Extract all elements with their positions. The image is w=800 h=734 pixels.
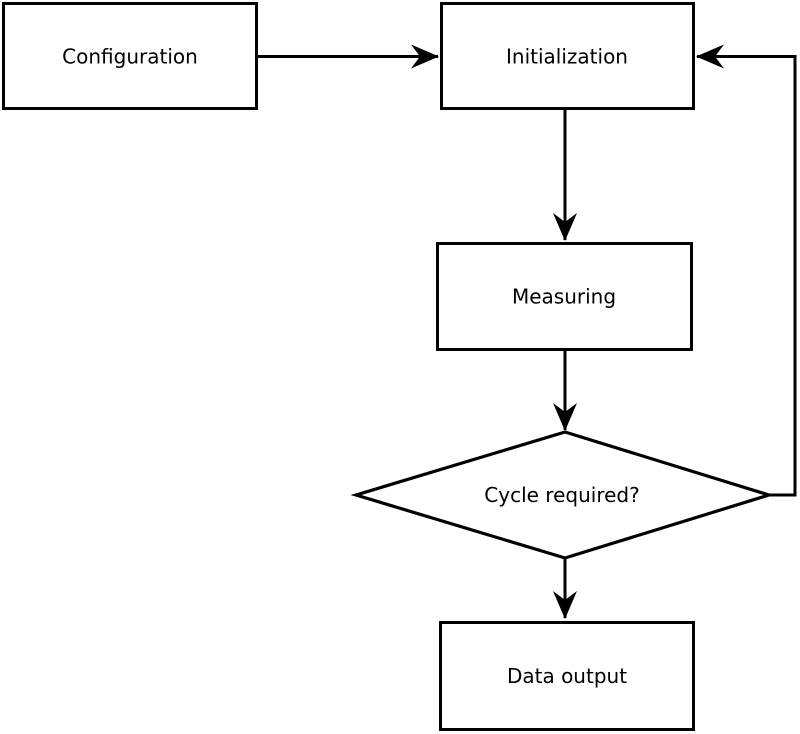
edge-cycle-required-to-initialization-loop bbox=[696, 44, 797, 497]
node-initialization-shape bbox=[440, 2, 695, 110]
node-measuring-label: Measuring bbox=[512, 285, 616, 309]
node-initialization-label: Initialization bbox=[506, 45, 628, 69]
node-data-output-label: Data output bbox=[507, 664, 627, 688]
node-configuration-label: Configuration bbox=[62, 45, 198, 69]
node-initialization: Initialization bbox=[440, 2, 695, 110]
node-cycle-required-shape bbox=[350, 430, 775, 560]
node-configuration-shape bbox=[2, 2, 258, 110]
node-data-output-shape bbox=[439, 621, 695, 731]
node-data-output: Data output bbox=[439, 621, 695, 731]
node-configuration: Configuration bbox=[2, 2, 258, 110]
node-measuring-shape bbox=[436, 242, 693, 351]
node-measuring: Measuring bbox=[436, 242, 693, 351]
node-cycle-required-label: Cycle required? bbox=[484, 483, 639, 507]
node-cycle-required: Cycle required? bbox=[350, 430, 775, 560]
